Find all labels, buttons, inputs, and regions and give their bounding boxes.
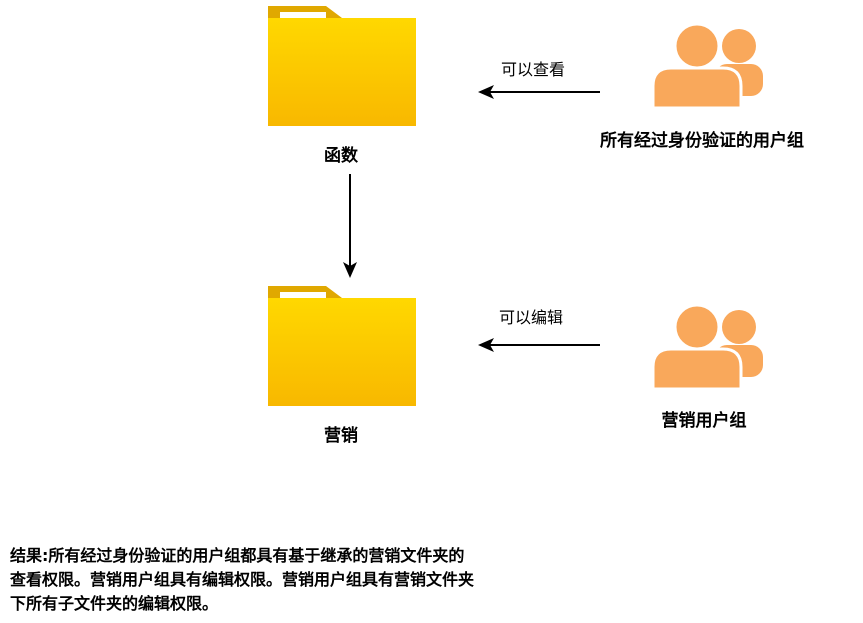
folder-icon bbox=[268, 286, 416, 406]
group-marketing-users[interactable] bbox=[651, 301, 763, 391]
users-icon bbox=[651, 22, 763, 110]
edge-view-label: 可以查看 bbox=[500, 60, 566, 79]
group-authenticated-users[interactable] bbox=[651, 20, 763, 110]
folder-icon bbox=[268, 6, 416, 126]
group-authenticated-users-label: 所有经过身份验证的用户组 bbox=[600, 131, 804, 151]
inheritance-arrow bbox=[343, 174, 357, 278]
folder-functions[interactable] bbox=[266, 4, 416, 126]
users-icon bbox=[651, 303, 763, 391]
folder-marketing-label: 营销 bbox=[324, 426, 358, 446]
edge-edit-label: 可以编辑 bbox=[498, 308, 564, 327]
folder-marketing[interactable] bbox=[266, 284, 416, 406]
folder-functions-label: 函数 bbox=[324, 146, 358, 166]
result-text: 结果:所有经过身份验证的用户组都具有基于继承的营销文件夹的查看权限。营销用户组具… bbox=[10, 546, 475, 613]
edge-view-arrow bbox=[478, 85, 600, 99]
group-marketing-users-label: 营销用户组 bbox=[661, 411, 747, 431]
edge-edit-arrow bbox=[478, 338, 600, 352]
